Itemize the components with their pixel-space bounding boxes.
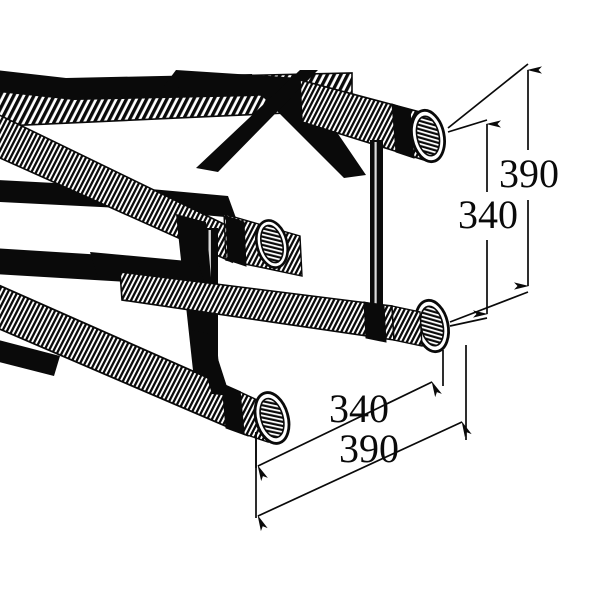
chord-top-front-right (223, 213, 303, 277)
dimension-horizontal-group (255, 345, 472, 532)
ext-line-vertical-outer-top (447, 63, 529, 129)
brace-group-bottom (192, 330, 230, 396)
horizontal-outer-dim-label: 390 (339, 426, 399, 471)
truss-assembly (0, 70, 450, 445)
brace-lower-left (0, 340, 60, 376)
dim-line-horizontal-outer (257, 421, 472, 532)
strut-vertical-right (370, 140, 383, 308)
ext-line-vertical-outer-bottom (449, 291, 529, 323)
horizontal-inner-dim-label: 340 (329, 386, 389, 431)
chord-top-front (0, 114, 233, 264)
vertical-outer-dim-label: 390 (499, 151, 559, 196)
vertical-inner-dim-label: 340 (458, 192, 518, 237)
ext-line-vertical-inner-top (447, 119, 488, 133)
ext-line-vertical-inner-bottom (449, 317, 488, 327)
chord-bottom-rear (119, 271, 450, 354)
chord-upper-right (299, 78, 446, 164)
dimension-vertical-group (447, 63, 542, 327)
